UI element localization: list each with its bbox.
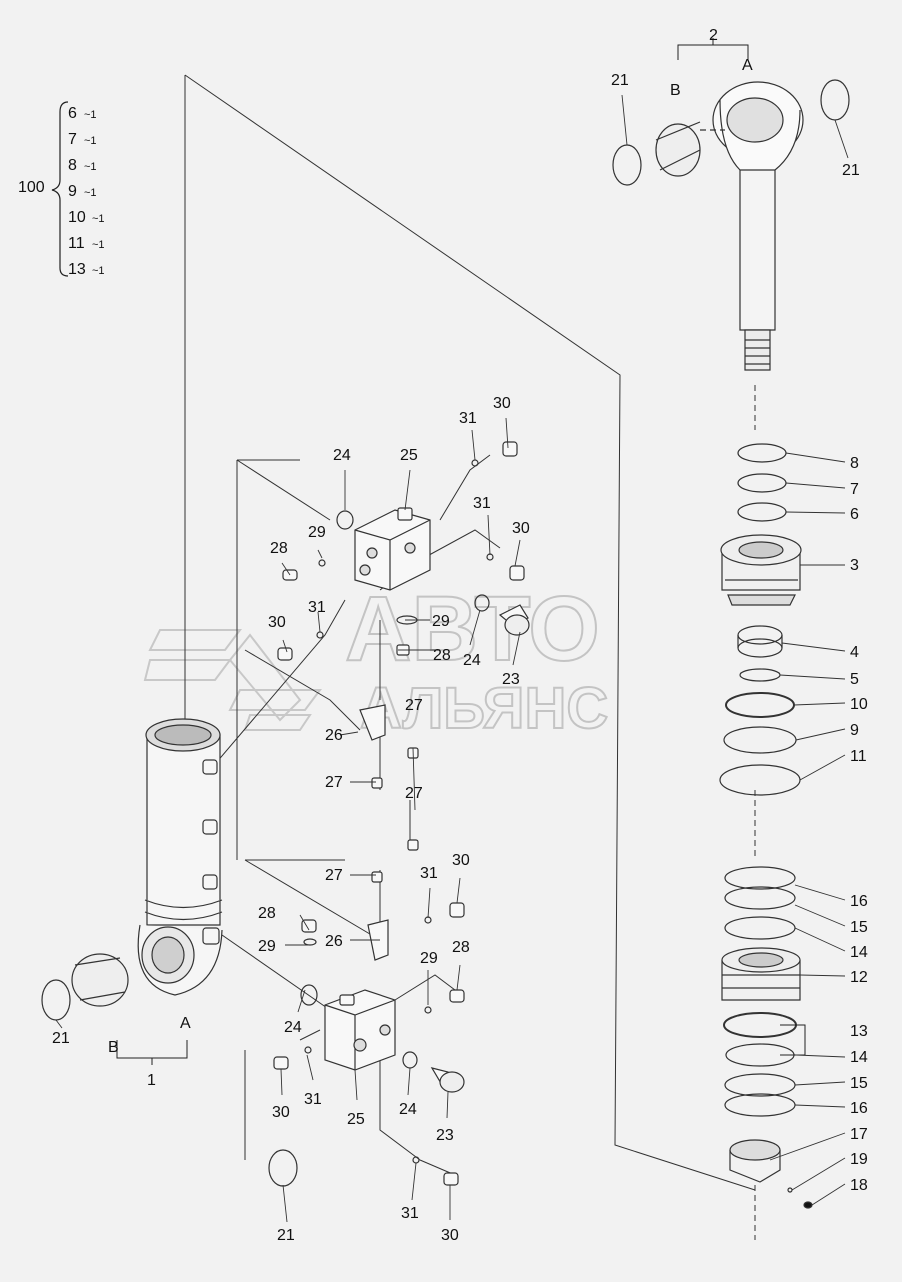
piston-seal-stack [719, 443, 813, 1209]
label-29: 29 [420, 950, 438, 967]
label-25: 25 [347, 1111, 365, 1128]
label-6: 6 [850, 506, 859, 523]
label-24: 24 [333, 447, 351, 464]
kit-item-number: 9 [68, 183, 77, 200]
kit-item-number: 10 [68, 209, 86, 226]
label-31: 31 [420, 865, 438, 882]
label-31: 31 [459, 410, 477, 427]
label-23: 23 [502, 671, 520, 688]
label-9: 9 [850, 722, 859, 739]
lower-valve-block [268, 839, 465, 1187]
label-27: 27 [405, 785, 423, 802]
label-rod-a: A [742, 57, 753, 74]
kit-brace [51, 101, 69, 277]
label-rod: 2 [709, 27, 718, 44]
kit-item-number: 7 [68, 131, 77, 148]
kit-item-qty: ~1 [92, 265, 105, 277]
label-28: 28 [258, 905, 276, 922]
callout-leaders [55, 94, 849, 1223]
kit-item-qty: ~1 [84, 109, 97, 121]
label-19: 19 [850, 1151, 868, 1168]
label-23: 23 [436, 1127, 454, 1144]
label-31: 31 [401, 1205, 419, 1222]
label-30: 30 [493, 395, 511, 412]
label-28: 28 [452, 939, 470, 956]
label-28: 28 [433, 647, 451, 664]
label-30: 30 [452, 852, 470, 869]
label-26: 26 [325, 933, 343, 950]
label-21: 21 [277, 1227, 295, 1244]
label-13: 13 [850, 1023, 868, 1040]
label-21: 21 [611, 72, 629, 89]
label-30: 30 [512, 520, 530, 537]
watermark-logo [143, 629, 322, 731]
label-26: 26 [325, 727, 343, 744]
label-30: 30 [441, 1227, 459, 1244]
cylinder-tube [41, 718, 223, 1021]
label-24: 24 [284, 1019, 302, 1036]
label-28: 28 [270, 540, 288, 557]
label-29: 29 [258, 938, 276, 955]
label-18: 18 [850, 1177, 868, 1194]
label-27: 27 [405, 697, 423, 714]
label-29: 29 [308, 524, 326, 541]
label-17: 17 [850, 1126, 868, 1143]
label-4: 4 [850, 644, 859, 661]
kit-item-number: 11 [68, 235, 85, 252]
label-tube-a: A [180, 1015, 191, 1032]
kit-item-qty: ~1 [92, 239, 105, 251]
label-tube: 1 [147, 1072, 156, 1089]
label-31: 31 [473, 495, 491, 512]
label-30: 30 [272, 1104, 290, 1121]
watermark-line1: АВТО [345, 578, 600, 680]
label-14: 14 [850, 944, 868, 961]
kit-item-qty: ~1 [92, 213, 105, 225]
kit-number: 100 [18, 179, 45, 196]
label-3: 3 [850, 557, 859, 574]
label-tube-b: B [108, 1039, 119, 1056]
label-15: 15 [850, 919, 868, 936]
label-29: 29 [432, 613, 450, 630]
label-24: 24 [399, 1101, 417, 1118]
kit-item-qty: ~1 [84, 161, 97, 173]
label-8: 8 [850, 455, 859, 472]
label-30: 30 [268, 614, 286, 631]
label-10: 10 [850, 696, 868, 713]
label-24: 24 [463, 652, 481, 669]
kit-list: 100 6 ~1 7 ~1 8 ~1 9 ~1 10 ~1 11 ~1 13 ~1 [18, 101, 105, 278]
reference-brackets [116, 38, 806, 1065]
label-7: 7 [850, 481, 859, 498]
rod-assembly [612, 79, 850, 371]
label-14: 14 [850, 1049, 868, 1066]
callout-labels: 2 A B 21 21 8 7 6 3 4 5 10 9 11 16 15 14… [52, 27, 868, 1244]
label-16: 16 [850, 893, 868, 910]
label-11: 11 [850, 748, 867, 765]
watermark-line2: АЛЬЯНС [360, 676, 608, 741]
kit-item-qty: ~1 [84, 187, 97, 199]
label-27: 27 [325, 867, 343, 884]
label-5: 5 [850, 671, 859, 688]
label-25: 25 [400, 447, 418, 464]
upper-valve-block [277, 441, 530, 789]
label-21: 21 [52, 1030, 70, 1047]
kit-item-number: 8 [68, 157, 77, 174]
label-27: 27 [325, 774, 343, 791]
label-31: 31 [304, 1091, 322, 1108]
label-16: 16 [850, 1100, 868, 1117]
label-15: 15 [850, 1075, 868, 1092]
kit-item-number: 13 [68, 261, 86, 278]
label-21: 21 [842, 162, 860, 179]
label-rod-b: B [670, 82, 681, 99]
label-31: 31 [308, 599, 326, 616]
label-12: 12 [850, 969, 868, 986]
kit-item-number: 6 [68, 105, 77, 122]
kit-item-qty: ~1 [84, 135, 97, 147]
watermark: АВТО АЛЬЯНС [143, 577, 609, 742]
